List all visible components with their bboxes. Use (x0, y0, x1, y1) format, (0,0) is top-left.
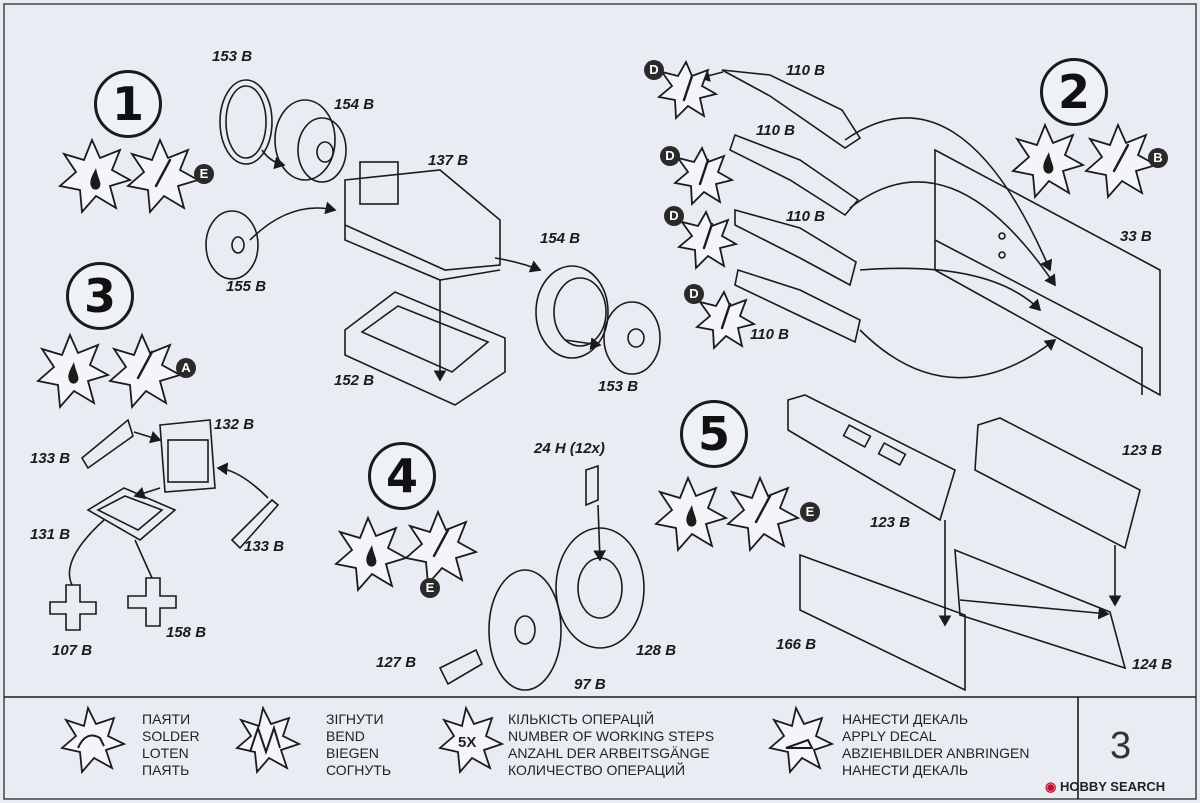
legend-count-icon: 5X (458, 734, 477, 751)
part-label-127b: 127 B (376, 654, 417, 671)
legend-count-line: КОЛИЧЕСТВО ОПЕРАЦИЙ (508, 762, 686, 778)
watermark: ◉ HOBBY SEARCH (1045, 779, 1165, 795)
part-label-24h: 24 H (12x) (534, 440, 605, 457)
legend-bend-line: СОГНУТЬ (326, 762, 392, 778)
legend-bar: ПАЯТИ SOLDER LOTEN ПАЯТЬ ЗІГНУТИ BEND BI… (0, 697, 1200, 803)
legend-bend-line: ЗІГНУТИ (326, 711, 384, 727)
legend-decal: НАНЕСТИ ДЕКАЛЬ APPLY DECAL ABZIEHBILDER … (842, 711, 1030, 779)
step-number-3: 3 (66, 262, 134, 330)
decal-d-badge: D (660, 146, 680, 166)
part-label-166b: 166 B (776, 636, 817, 653)
legend-decal-line: НАНЕСТИ ДЕКАЛЬ (842, 711, 969, 727)
part-label-110b: 110 B (756, 122, 795, 139)
legend-solder-line: ПАЯТИ (142, 711, 191, 727)
part-label-137b: 137 B (428, 152, 469, 169)
step-number-4: 4 (368, 442, 436, 510)
legend-count-line: ANZAHL DER ARBEITSGÄNGE (508, 745, 710, 761)
part-label-132b: 132 B (214, 416, 255, 433)
decal-badge-step5: E (800, 502, 820, 522)
part-label-158b: 158 B (166, 624, 207, 641)
part-label-107b: 107 B (52, 642, 93, 659)
legend-solder-line: ПАЯТЬ (142, 762, 190, 778)
legend-decal-line: APPLY DECAL (842, 728, 937, 744)
legend-solder-line: SOLDER (142, 728, 200, 744)
part-label-110b: 110 B (786, 62, 825, 79)
part-label-123b-top: 123 B (1122, 442, 1163, 459)
legend-count: КІЛЬКІСТЬ ОПЕРАЦІЙ NUMBER OF WORKING STE… (508, 711, 714, 779)
part-label-97b: 97 B (574, 676, 606, 693)
page-number: 3 (1110, 725, 1132, 767)
part-label-33b: 33 B (1120, 228, 1152, 245)
legend-decal-line: НАНЕСТИ ДЕКАЛЬ (842, 762, 969, 778)
decal-badge-step3: A (176, 358, 196, 378)
step-number-2: 2 (1040, 58, 1108, 126)
decal-d-badge: D (684, 284, 704, 304)
legend-count-line: NUMBER OF WORKING STEPS (508, 728, 715, 744)
part-label-110b: 110 B (750, 326, 789, 343)
decal-badge-step4: E (420, 578, 440, 598)
decal-d-badge: D (664, 206, 684, 226)
part-label-152b: 152 B (334, 372, 375, 389)
part-label-154b: 154 B (334, 96, 375, 113)
hobby-search-logo-icon: ◉ (1045, 779, 1057, 794)
part-label-133b-right: 133 B (244, 538, 285, 555)
legend-solder-line: LOTEN (142, 745, 189, 761)
legend-solder: ПАЯТИ SOLDER LOTEN ПАЯТЬ (142, 711, 200, 779)
legend-bend: ЗІГНУТИ BEND BIEGEN СОГНУТЬ (326, 711, 391, 779)
legend-bend-line: BIEGEN (326, 745, 379, 761)
legend-bend-line: BEND (326, 728, 365, 744)
part-label-153b-bottom: 153 B (598, 378, 639, 395)
decal-d-badge: D (644, 60, 664, 80)
part-label-155b: 155 B (226, 278, 267, 295)
legend-count-line: КІЛЬКІСТЬ ОПЕРАЦІЙ (508, 711, 655, 727)
part-label-128b: 128 B (636, 642, 677, 659)
part-label-133b-left: 133 B (30, 450, 71, 467)
decal-badge-step2: B (1148, 148, 1168, 168)
part-label-123b-left: 123 B (870, 514, 911, 531)
step-number-5: 5 (680, 400, 748, 468)
watermark-text: HOBBY SEARCH (1059, 779, 1166, 794)
part-label-131b: 131 B (30, 526, 71, 543)
step-number-1: 1 (94, 70, 162, 138)
part-label-124b: 124 B (1132, 656, 1173, 673)
part-label-110b: 110 B (786, 208, 825, 225)
decal-badge-step1: E (194, 164, 214, 184)
part-label-154b-right: 154 B (540, 230, 581, 247)
legend-decal-line: ABZIEHBILDER ANBRINGEN (842, 745, 1030, 761)
part-label-153b: 153 B (212, 48, 253, 65)
